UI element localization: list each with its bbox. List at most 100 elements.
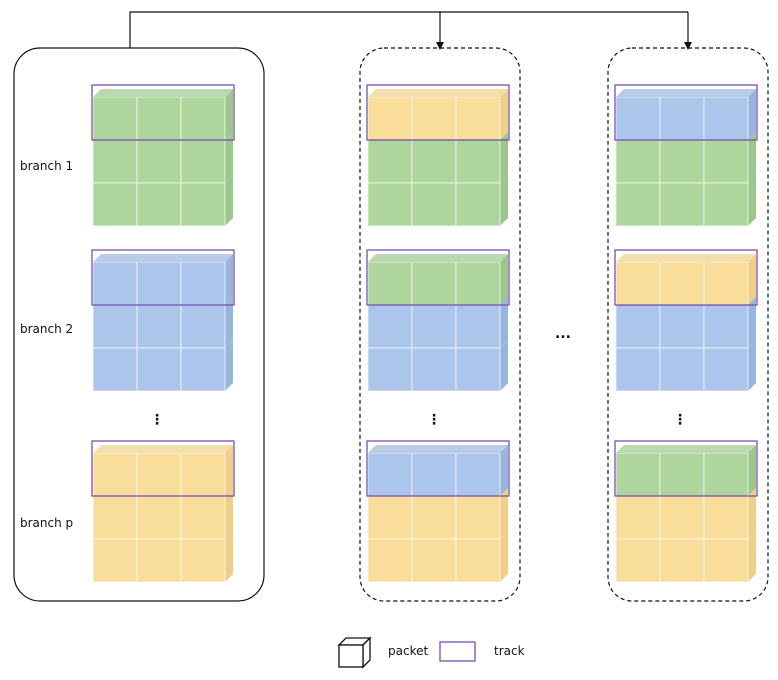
packet-cell [411, 347, 457, 392]
packet-side-face [748, 89, 756, 140]
packet-top-face [368, 254, 508, 262]
packet-cell [703, 304, 749, 349]
packet-cell [136, 261, 182, 306]
packet-top-face [616, 254, 756, 262]
packet-cell [92, 495, 138, 540]
packet-cell [411, 495, 457, 540]
packet-block [91, 440, 235, 583]
packet-cell [615, 495, 661, 540]
packet-cell [180, 452, 226, 497]
packet-block [91, 249, 235, 392]
packet-top-face [616, 89, 756, 97]
packet-side-face [500, 488, 508, 539]
packet-cell [92, 452, 138, 497]
packet-top-face [616, 445, 756, 453]
packet-side-face [500, 531, 508, 582]
packet-cell [367, 538, 413, 583]
packet-cell [180, 538, 226, 583]
packet-cell [92, 304, 138, 349]
packet-cell [455, 452, 501, 497]
packet-cell [136, 495, 182, 540]
packet-cell [367, 261, 413, 306]
packet-cell [180, 261, 226, 306]
packet-side-face [748, 531, 756, 582]
packet-block [366, 84, 510, 227]
packet-cell [455, 182, 501, 227]
packet-cell [703, 538, 749, 583]
packet-side-face [500, 445, 508, 496]
packet-cell [703, 452, 749, 497]
packet-block [614, 440, 758, 583]
branch-label-p: branch p [20, 516, 73, 530]
horizontal-ellipsis: ... [555, 326, 571, 342]
packet-block [614, 84, 758, 227]
packet-cell [659, 538, 705, 583]
packet-cell [180, 495, 226, 540]
vertical-ellipsis-1: ⋮ [150, 412, 164, 428]
packet-cell [455, 96, 501, 141]
packet-cell [136, 96, 182, 141]
packet-cell [136, 347, 182, 392]
packet-cell [180, 347, 226, 392]
track-outline [366, 84, 510, 141]
vertical-ellipsis-3: ⋮ [673, 412, 687, 428]
packet-side-face [225, 488, 233, 539]
track-outline [614, 249, 758, 306]
panel-frame-2 [359, 47, 521, 602]
packet-cell [615, 452, 661, 497]
packet-block [366, 440, 510, 583]
packet-side-face [225, 340, 233, 391]
packet-cell [92, 261, 138, 306]
packet-side-face [500, 254, 508, 305]
packet-side-face [500, 89, 508, 140]
packet-cell [411, 452, 457, 497]
branch-label-2: branch 2 [20, 322, 73, 336]
track-outline [366, 249, 510, 306]
packet-cell [367, 139, 413, 184]
packet-cell [411, 304, 457, 349]
packet-side-face [748, 254, 756, 305]
packet-side-face [225, 89, 233, 140]
packet-side-face [225, 297, 233, 348]
packet-cell [615, 538, 661, 583]
legend-packet-label: packet [388, 644, 428, 658]
packet-cell [615, 182, 661, 227]
packet-cell [411, 182, 457, 227]
panel-frame-1 [13, 47, 265, 602]
packet-cell [659, 96, 705, 141]
packet-cell [367, 347, 413, 392]
packet-cell [455, 495, 501, 540]
track-outline [614, 440, 758, 497]
packet-top-face [93, 89, 233, 97]
packet-cell [703, 139, 749, 184]
packet-cell [411, 139, 457, 184]
packet-cell [180, 139, 226, 184]
packet-cell [615, 96, 661, 141]
legend: packet track [337, 636, 525, 669]
packet-blocks [91, 84, 758, 583]
vertical-ellipsis-2: ⋮ [427, 412, 441, 428]
track-outline [366, 440, 510, 497]
packet-cell [659, 304, 705, 349]
packet-top-face [368, 445, 508, 453]
packet-cell [367, 452, 413, 497]
panel-frame-3 [607, 47, 769, 602]
track-outline [91, 249, 235, 306]
packet-cell [367, 182, 413, 227]
packet-cell [659, 347, 705, 392]
packet-cell [92, 96, 138, 141]
packet-cell [180, 182, 226, 227]
packet-cell [659, 139, 705, 184]
packet-cell [411, 261, 457, 306]
packet-cell [180, 96, 226, 141]
packet-cell [136, 139, 182, 184]
packet-cube-icon [337, 636, 372, 669]
packet-cell [659, 452, 705, 497]
packet-cell [136, 452, 182, 497]
packet-cell [659, 261, 705, 306]
packet-cell [455, 538, 501, 583]
packet-side-face [748, 132, 756, 183]
packet-cell [615, 261, 661, 306]
packet-cell [411, 96, 457, 141]
